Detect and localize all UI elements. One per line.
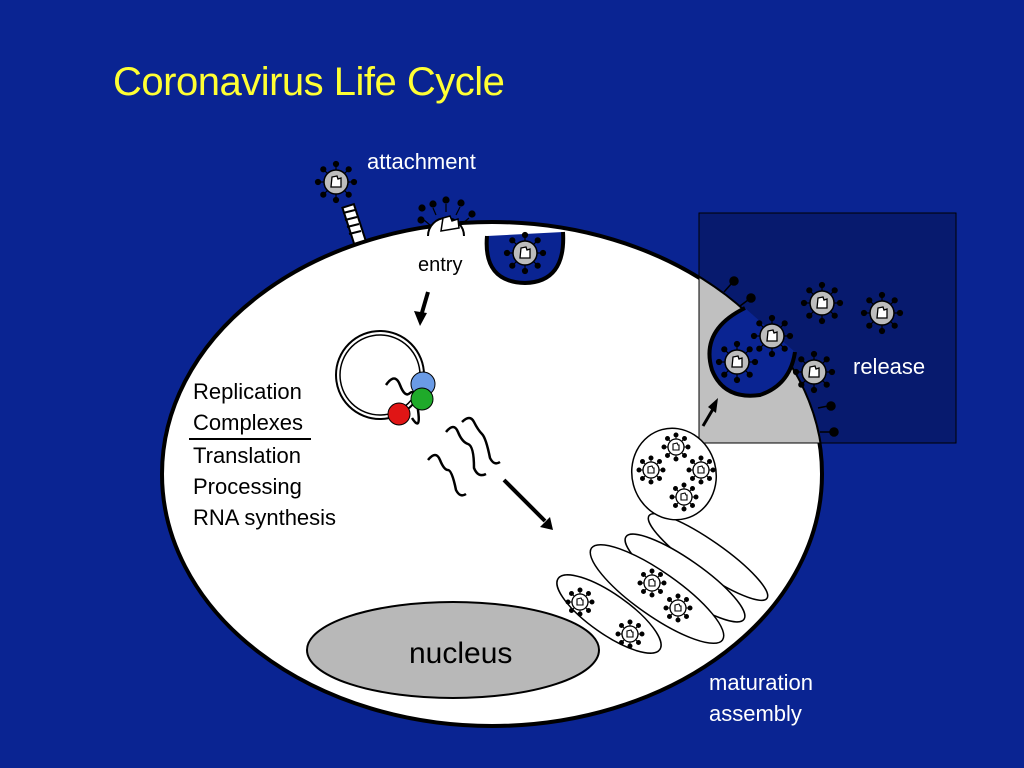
replication-complex-red [387, 402, 411, 426]
nucleus [306, 601, 600, 699]
slide-title: Coronavirus Life Cycle [113, 60, 505, 104]
list-item-translation: Translation [193, 443, 302, 468]
entry-arrow [414, 291, 430, 326]
translation-arrow [502, 478, 553, 530]
list-item-rna-synthesis: RNA synthesis [193, 505, 337, 530]
label-release: release [853, 354, 926, 379]
receptor [341, 202, 367, 246]
release-virion-2 [750, 314, 794, 358]
vesicle-virion-2 [636, 455, 666, 485]
list-item-processing: Processing [193, 474, 302, 499]
vesicle-virion-3 [686, 455, 716, 485]
subgenomic-rnas [427, 416, 501, 497]
golgi-virion-2 [663, 593, 693, 623]
label-entry: entry [418, 254, 463, 276]
virion-endocytosed [503, 231, 547, 275]
label-maturation: maturation [709, 670, 813, 695]
rna-strand [384, 377, 420, 425]
replication-list: Replication Complexes Translation Proces… [189, 376, 337, 533]
vesicle-virion-4 [669, 482, 699, 512]
release-virion-3 [792, 350, 836, 394]
release-virion-5 [860, 291, 904, 335]
list-item-complexes: Complexes [189, 407, 312, 440]
label-attachment: attachment [367, 149, 476, 174]
label-assembly: assembly [709, 701, 802, 726]
golgi-virion-4 [615, 619, 645, 649]
release-virion-1 [715, 340, 759, 384]
golgi-virion-1 [637, 568, 667, 598]
label-nucleus: nucleus [409, 637, 513, 670]
vesicle-virion-1 [661, 432, 691, 462]
release-arrow [701, 398, 718, 427]
exocytosis-pit [707, 306, 797, 398]
membrane-spikes [723, 276, 839, 437]
virion-fusing [417, 196, 476, 237]
list-item-replication: Replication [193, 379, 302, 404]
release-virion-4 [800, 281, 844, 325]
virion-attaching [314, 160, 358, 204]
golgi-virion-3 [565, 587, 595, 617]
replication-complex-green [410, 387, 434, 411]
